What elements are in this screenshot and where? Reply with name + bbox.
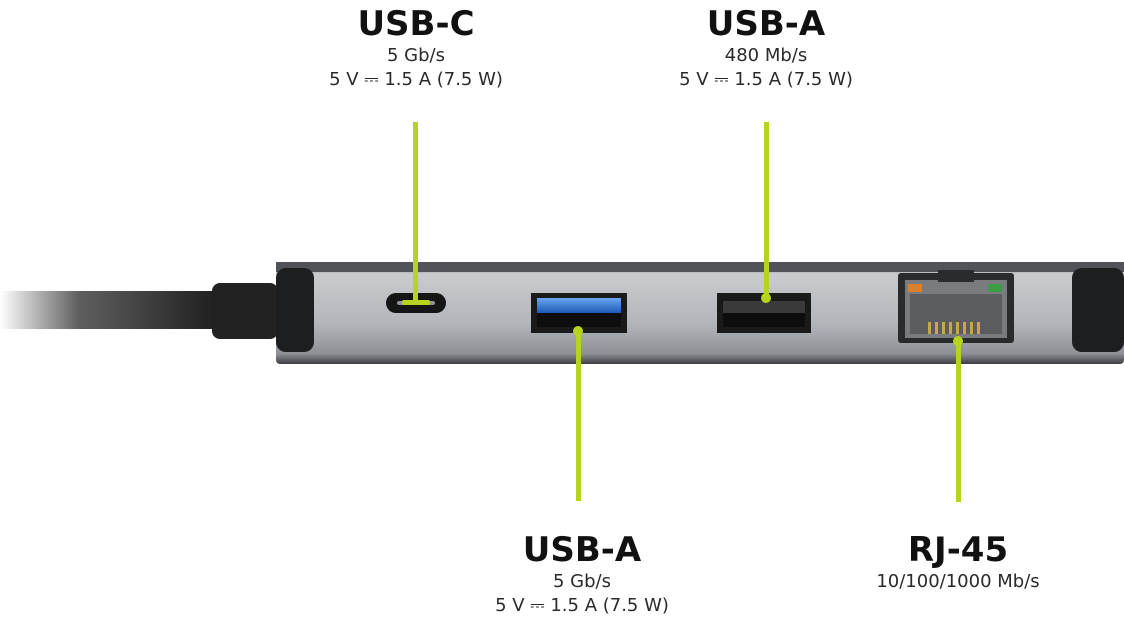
cable-strain-relief <box>212 283 278 339</box>
port-name: RJ-45 <box>907 530 1009 570</box>
usb-a-bottom-marker <box>573 326 583 336</box>
label-rj45: RJ-45 10/100/1000 Mb/s <box>876 530 1039 594</box>
hub-right-cap <box>1072 268 1124 352</box>
port-name: USB-A <box>522 530 642 570</box>
rj45-marker <box>953 336 963 346</box>
hub-left-cap <box>276 268 314 352</box>
cable <box>0 291 225 329</box>
usb-a-blue-port <box>531 293 627 333</box>
port-name: USB-A <box>706 4 826 44</box>
callout-line-usb-c <box>413 122 418 300</box>
usb-a-black-port <box>717 293 811 333</box>
label-usb-c: USB-C 5 Gb/s 5 V ⎓ 1.5 A (7.5 W) <box>329 4 503 92</box>
callout-line-rj45 <box>956 341 961 502</box>
callout-line-usb-a-top <box>764 122 769 298</box>
port-spec: 5 Gb/s <box>387 45 445 66</box>
label-usb-a-top: USB-A 480 Mb/s 5 V ⎓ 1.5 A (7.5 W) <box>679 4 853 92</box>
port-power: 5 V ⎓ 1.5 A (7.5 W) <box>679 69 853 90</box>
port-power: 5 V ⎓ 1.5 A (7.5 W) <box>495 595 669 616</box>
port-power: 5 V ⎓ 1.5 A (7.5 W) <box>329 69 503 90</box>
port-name: USB-C <box>357 4 475 44</box>
port-spec: 10/100/1000 Mb/s <box>876 571 1040 592</box>
callout-line-usb-a-bottom <box>576 331 581 501</box>
usb-c-marker <box>402 300 430 305</box>
port-spec: 5 Gb/s <box>553 571 611 592</box>
usb-a-top-marker <box>761 293 771 303</box>
rj45-port <box>898 270 1014 343</box>
label-usb-a-bottom: USB-A 5 Gb/s 5 V ⎓ 1.5 A (7.5 W) <box>495 530 669 618</box>
hub-top-edge <box>276 262 1124 272</box>
port-spec: 480 Mb/s <box>724 45 808 66</box>
